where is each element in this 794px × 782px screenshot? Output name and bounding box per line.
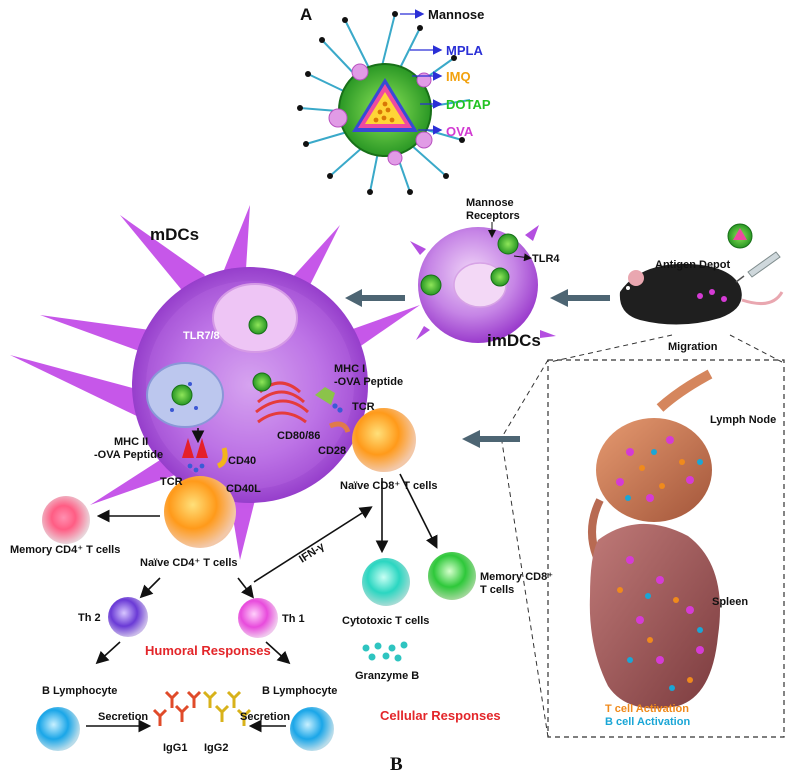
label-mhc-i-2: -OVA Peptide bbox=[334, 376, 403, 388]
label-migration: Migration bbox=[668, 341, 718, 353]
naive-cd8-t-cell bbox=[352, 408, 416, 472]
label-mhc-i-1: MHC I bbox=[334, 363, 365, 375]
label-spleen: Spleen bbox=[712, 596, 748, 608]
label-memory-cd8-2: T cells bbox=[480, 584, 514, 596]
label-mannose-receptors-1: Mannose bbox=[466, 197, 514, 209]
flow-arrows bbox=[345, 289, 610, 448]
label-granzyme-b: Granzyme B bbox=[355, 670, 419, 682]
label-cytotoxic: Cytotoxic T cells bbox=[342, 615, 429, 627]
mhc-ii-receptor bbox=[182, 438, 208, 473]
pathway-arrows bbox=[86, 428, 438, 733]
label-humoral-responses: Humoral Responses bbox=[145, 643, 271, 658]
cd40-receptor bbox=[216, 447, 228, 469]
cd80-86-receptor bbox=[329, 421, 351, 433]
label-secretion-right: Secretion bbox=[240, 711, 290, 723]
label-cd80-86: CD80/86 bbox=[277, 430, 320, 442]
panel-a: A bbox=[297, 5, 491, 195]
mouse-illustration bbox=[619, 223, 784, 325]
label-mannose: Mannose bbox=[428, 7, 484, 22]
panel-a-letter: A bbox=[300, 5, 312, 24]
lymph-node-illustration bbox=[588, 369, 713, 583]
label-secretion-left: Secretion bbox=[98, 711, 148, 723]
label-tcr-cd4: TCR bbox=[160, 476, 183, 488]
label-tlr78: TLR7/8 bbox=[183, 330, 220, 342]
label-igg2: IgG2 bbox=[204, 742, 228, 754]
label-igg1: IgG1 bbox=[163, 742, 187, 754]
mhc-i-receptor bbox=[315, 387, 343, 413]
label-ifn-gamma: IFN-γ bbox=[297, 540, 327, 566]
label-naive-cd4: Naïve CD4⁺ T cells bbox=[140, 557, 238, 569]
th1-cell bbox=[238, 598, 278, 638]
label-mhc-ii-1: MHC II bbox=[114, 436, 148, 448]
label-memory-cd4: Memory CD4⁺ T cells bbox=[10, 544, 120, 556]
nanoparticle-illustration bbox=[297, 11, 471, 195]
label-mannose-receptors-2: Receptors bbox=[466, 210, 520, 222]
immature-dendritic-cell bbox=[410, 225, 556, 343]
naive-cd4-t-cell bbox=[164, 476, 236, 548]
memory-cd8-t-cell bbox=[428, 552, 476, 600]
label-dotap: DOTAP bbox=[446, 97, 491, 112]
label-th1: Th 1 bbox=[282, 613, 305, 625]
label-b-lymphocyte-right: B Lymphocyte bbox=[262, 685, 337, 697]
label-cellular-responses: Cellular Responses bbox=[380, 708, 501, 723]
b-lymphocyte-left bbox=[36, 707, 80, 751]
memory-cd4-t-cell bbox=[42, 496, 90, 544]
label-tcr-cd8: TCR bbox=[352, 401, 375, 413]
label-th2: Th 2 bbox=[78, 612, 101, 624]
mature-dendritic-cell bbox=[10, 205, 420, 560]
label-b-cell-activation: B cell Activation bbox=[605, 716, 690, 728]
label-cd28: CD28 bbox=[318, 445, 346, 457]
label-b-lymphocyte-left: B Lymphocyte bbox=[42, 685, 117, 697]
cytotoxic-t-cell bbox=[362, 558, 410, 606]
label-mpla: MPLA bbox=[446, 43, 483, 58]
figure-label-b: B bbox=[390, 754, 403, 775]
label-imq: IMQ bbox=[446, 69, 471, 84]
label-t-cell-activation: T cell Activation bbox=[605, 703, 689, 715]
granzyme-b-dots bbox=[362, 641, 408, 662]
b-lymphocyte-right bbox=[290, 707, 334, 751]
inset-box bbox=[501, 334, 785, 738]
label-naive-cd8: Naïve CD8⁺ T cells bbox=[340, 480, 438, 492]
label-ova: OVA bbox=[446, 124, 474, 139]
label-tlr4: TLR4 bbox=[532, 253, 560, 265]
label-antigen-depot: Antigen Depot bbox=[655, 259, 730, 271]
th2-cell bbox=[108, 597, 148, 637]
label-mdcs: mDCs bbox=[150, 225, 199, 244]
label-mhc-ii-2: -OVA Peptide bbox=[94, 449, 163, 461]
label-memory-cd8-1: Memory CD8⁺ bbox=[480, 571, 553, 583]
tlr4-pointer bbox=[513, 253, 532, 262]
label-cd40: CD40 bbox=[228, 455, 256, 467]
label-imdcs: imDCs bbox=[487, 331, 541, 350]
label-lymph-node: Lymph Node bbox=[710, 414, 776, 426]
label-cd40l: CD40L bbox=[226, 483, 261, 495]
antibodies bbox=[152, 690, 252, 726]
spleen-illustration bbox=[589, 523, 720, 709]
